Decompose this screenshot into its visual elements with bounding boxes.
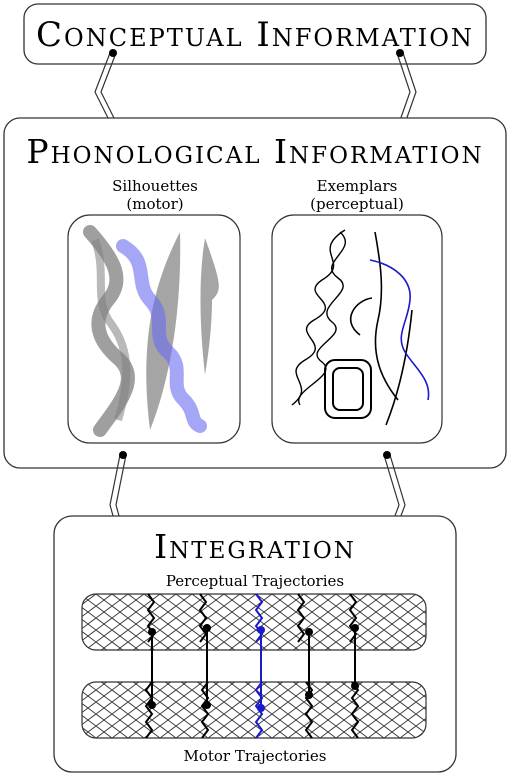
integration-title: Integration [154, 527, 356, 566]
silhouette-gray-wedge [200, 238, 219, 375]
conceptual-information-box: Conceptual Information [23, 3, 487, 65]
phonological-information-box: Phonological Information Silhouettes (mo… [3, 117, 507, 469]
exemplar-tail [385, 309, 413, 426]
silhouette-blue-wave [116, 239, 207, 433]
silhouettes-sublabel: (motor) [126, 195, 183, 213]
exemplar-loop [324, 359, 372, 419]
exemplar-curve [374, 231, 399, 401]
integration-box: Integration Perceptual Trajectories Moto… [53, 515, 457, 773]
exemplar-hook [349, 297, 373, 336]
trajectory-3 [296, 593, 314, 739]
silhouette-gray-wave-2 [91, 238, 131, 422]
exemplars-panel [271, 214, 443, 444]
trajectory-junctions [148, 624, 359, 712]
silhouettes-panel [67, 214, 241, 444]
exemplars-sublabel: (perceptual) [310, 195, 404, 213]
perceptual-trajectories-label: Perceptual Trajectories [166, 572, 344, 590]
trajectory-2 [198, 593, 210, 739]
perceptual-trajectory-band [81, 593, 427, 651]
motor-trajectory-band [81, 681, 427, 739]
conceptual-information-title: Conceptual Information [36, 15, 474, 55]
silhouettes-label: Silhouettes [112, 177, 198, 195]
motor-trajectories-label: Motor Trajectories [183, 747, 326, 765]
exemplar-coil-2 [298, 231, 347, 406]
phonological-information-title: Phonological Information [26, 132, 483, 171]
exemplar-coil [291, 229, 346, 406]
trajectory-4 [348, 593, 360, 739]
trajectory-links [144, 593, 360, 739]
exemplars-label: Exemplars [317, 177, 398, 195]
exemplar-blue-trajectory [369, 259, 430, 401]
